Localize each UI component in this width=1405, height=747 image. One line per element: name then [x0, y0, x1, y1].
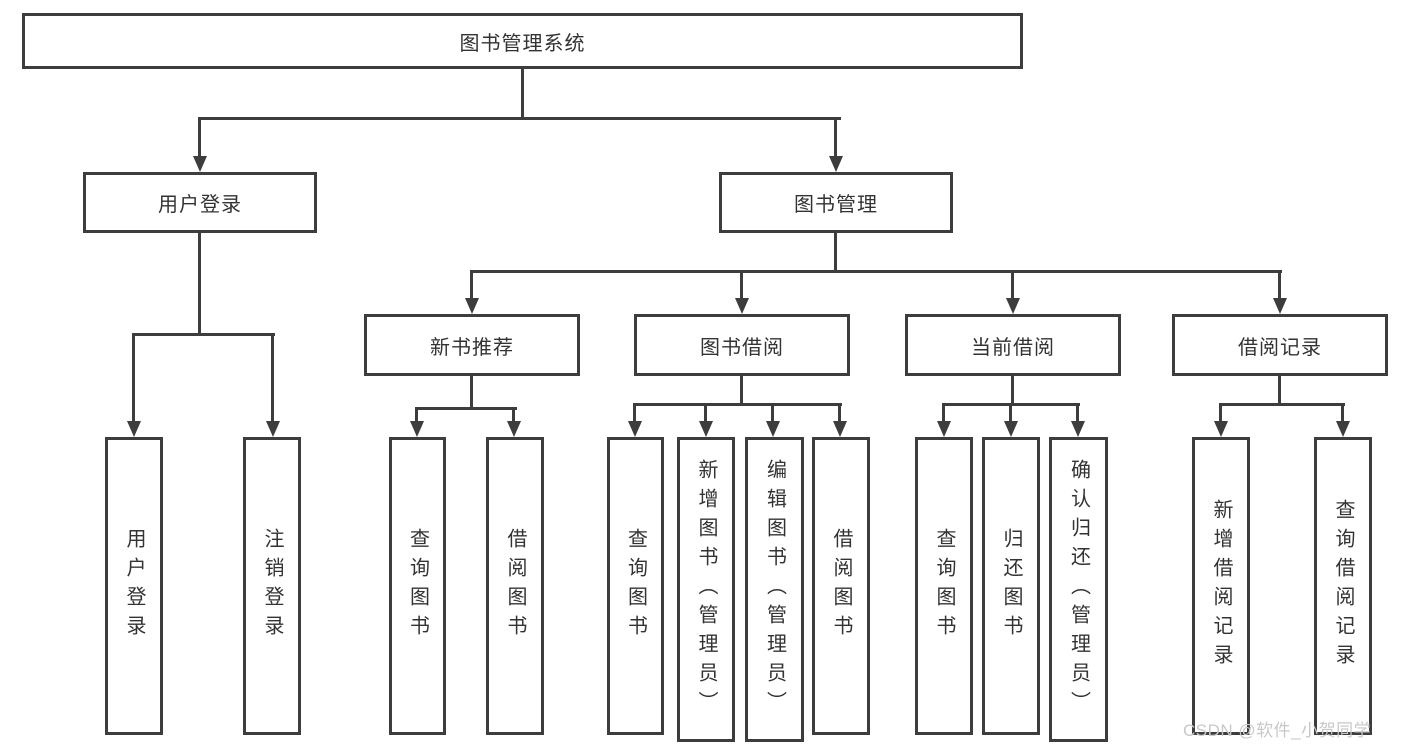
node-current-borrowing: 当前借阅 — [905, 314, 1121, 376]
arrowhead-bb-edit — [766, 421, 780, 437]
edge-leaf-login-stem — [132, 333, 135, 421]
arrowhead-leaf-login — [127, 421, 141, 437]
leaf-user-login: 用户登录 — [105, 437, 163, 735]
arrowhead-bb-add — [699, 421, 713, 437]
leaf-newbooks-borrow-label: 借阅图书 — [504, 528, 526, 644]
node-book-borrowing: 图书借阅 — [634, 314, 850, 376]
leaf-borrowing-edit-admin-label: 编辑图书（管理员） — [763, 459, 786, 720]
edge-book-mgmt-rail — [470, 270, 1282, 273]
arrowhead-to-borrowing — [735, 298, 749, 314]
leaf-current-query-label: 查询图书 — [933, 528, 955, 644]
leaf-borrowing-edit-admin: 编辑图书（管理员） — [745, 437, 804, 742]
edge-new-books-stem — [470, 376, 473, 407]
edge-to-new-books-stem — [470, 270, 473, 298]
node-root: 图书管理系统 — [22, 13, 1023, 69]
edge-records-rail — [1219, 403, 1345, 406]
leaf-borrowing-borrow: 借阅图书 — [812, 437, 870, 735]
edge-root-rail — [198, 117, 841, 120]
node-book-mgmt-label: 图书管理 — [794, 194, 878, 216]
leaf-logout: 注销登录 — [243, 437, 301, 735]
leaf-logout-label: 注销登录 — [261, 528, 283, 644]
edge-current-stem — [1011, 376, 1014, 405]
leaf-borrowing-query: 查询图书 — [607, 437, 664, 735]
csdn-watermark: CSDN @软件_小贺同学 — [1183, 721, 1372, 740]
arrowhead-cb-return — [1004, 421, 1018, 437]
edge-nb-query-stem — [415, 407, 418, 421]
leaf-current-query: 查询图书 — [915, 437, 973, 735]
node-borrow-records-label: 借阅记录 — [1238, 336, 1322, 359]
leaf-current-return: 归还图书 — [982, 437, 1040, 735]
edge-bb-borrow-stem — [838, 403, 841, 421]
edge-to-records-stem — [1278, 270, 1281, 298]
leaf-newbooks-query: 查询图书 — [389, 437, 446, 735]
edge-user-login-rail — [132, 333, 275, 336]
edge-cb-return-stem — [1009, 403, 1012, 421]
edge-to-current-stem — [1011, 270, 1014, 298]
edge-bb-add-stem — [704, 403, 707, 421]
edge-to-user-login-stem — [198, 117, 201, 156]
edge-br-query-stem — [1341, 403, 1344, 421]
edge-borrowing-rail — [633, 403, 842, 406]
edge-records-stem — [1278, 376, 1281, 405]
node-new-books: 新书推荐 — [364, 314, 580, 376]
arrowhead-bb-query — [628, 421, 642, 437]
leaf-records-add: 新增借阅记录 — [1192, 437, 1250, 735]
edge-bb-query-stem — [633, 403, 636, 421]
leaf-current-return-label: 归还图书 — [1000, 528, 1022, 644]
edge-leaf-logout-stem — [271, 333, 274, 421]
node-user-login-label: 用户登录 — [158, 194, 242, 216]
arrowhead-cb-query — [937, 421, 951, 437]
arrowhead-nb-borrow — [507, 421, 521, 437]
leaf-newbooks-query-label: 查询图书 — [406, 528, 429, 644]
edge-borrowing-stem — [740, 376, 743, 405]
leaf-borrowing-add-admin-label: 新增图书（管理员） — [695, 459, 717, 720]
leaf-newbooks-borrow: 借阅图书 — [486, 437, 544, 735]
arrowhead-bb-borrow — [833, 421, 847, 437]
leaf-borrowing-borrow-label: 借阅图书 — [830, 528, 852, 644]
edge-book-mgmt-stem — [834, 233, 837, 272]
arrowhead-to-book-mgmt — [829, 156, 843, 172]
edge-to-book-mgmt-stem — [834, 117, 837, 156]
node-borrow-records: 借阅记录 — [1172, 314, 1388, 376]
node-book-mgmt: 图书管理 — [719, 172, 953, 233]
leaf-current-confirm-admin: 确认归还（管理员） — [1049, 437, 1108, 742]
edge-to-borrowing-stem — [740, 270, 743, 298]
leaf-records-query-label: 查询借阅记录 — [1332, 499, 1354, 673]
arrowhead-to-new-books — [465, 298, 479, 314]
edge-nb-borrow-stem — [512, 407, 515, 421]
edge-user-login-stem — [198, 233, 201, 333]
arrowhead-to-user-login — [193, 156, 207, 172]
edge-br-add-stem — [1219, 403, 1222, 421]
arrowhead-leaf-logout — [266, 421, 280, 437]
node-book-borrowing-label: 图书借阅 — [700, 336, 784, 359]
node-current-borrowing-label: 当前借阅 — [971, 336, 1055, 359]
arrowhead-cb-confirm — [1071, 421, 1085, 437]
edge-bb-edit-stem — [771, 403, 774, 421]
edge-new-books-rail — [415, 407, 517, 410]
leaf-user-login-label: 用户登录 — [123, 528, 145, 644]
node-new-books-label: 新书推荐 — [430, 336, 514, 359]
arrowhead-nb-query — [410, 421, 424, 437]
node-root-label: 图书管理系统 — [459, 32, 586, 55]
edge-cb-confirm-stem — [1076, 403, 1079, 421]
arrowhead-to-current — [1006, 298, 1020, 314]
arrowhead-br-add — [1214, 421, 1228, 437]
leaf-borrowing-add-admin: 新增图书（管理员） — [677, 437, 735, 742]
leaf-current-confirm-admin-label: 确认归还（管理员） — [1067, 459, 1090, 720]
edge-root-stem — [521, 69, 524, 119]
edge-cb-query-stem — [942, 403, 945, 421]
arrowhead-br-query — [1336, 421, 1350, 437]
leaf-records-query: 查询借阅记录 — [1314, 437, 1372, 735]
arrowhead-to-records — [1273, 298, 1287, 314]
node-user-login: 用户登录 — [83, 172, 317, 233]
leaf-records-add-label: 新增借阅记录 — [1210, 499, 1232, 673]
leaf-borrowing-query-label: 查询图书 — [624, 528, 647, 644]
